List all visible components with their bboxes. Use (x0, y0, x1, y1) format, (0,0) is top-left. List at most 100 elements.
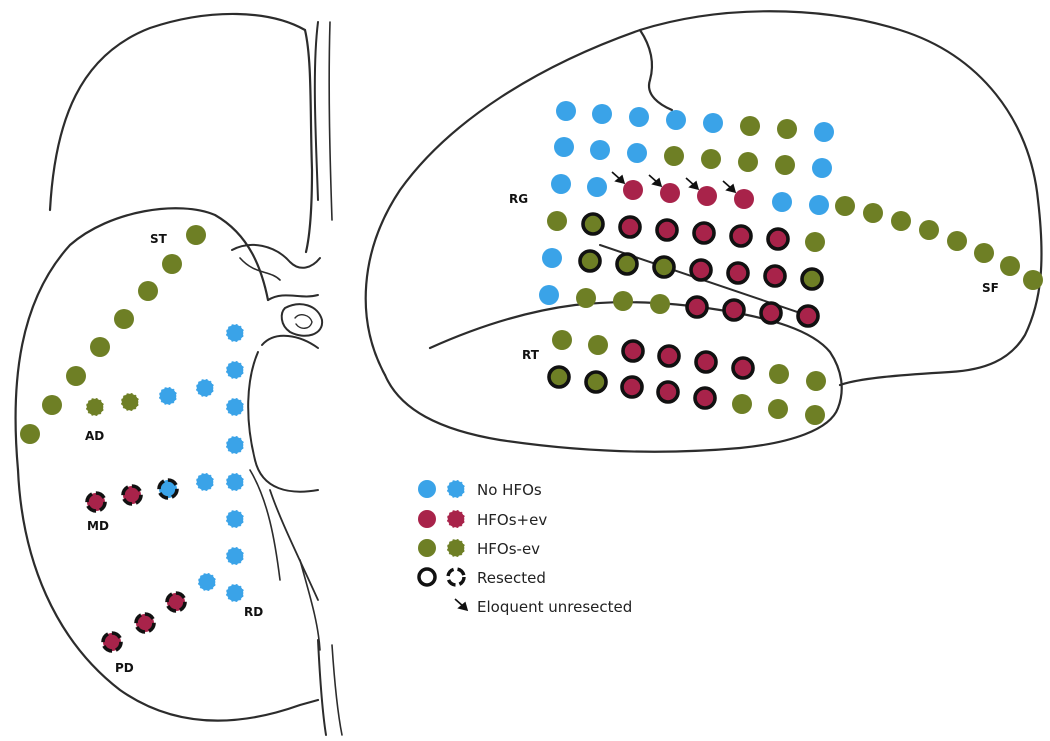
electrode (542, 248, 562, 268)
st-strip (20, 225, 206, 444)
electrode (812, 158, 832, 178)
electrode (615, 252, 639, 276)
md-strip (85, 472, 215, 513)
red-dot-icon (418, 510, 436, 528)
electrode (806, 371, 826, 391)
electrode (621, 339, 645, 363)
electrode (777, 119, 797, 139)
electrode (809, 195, 829, 215)
dashed-ring-icon (446, 567, 466, 587)
electrode (666, 110, 686, 130)
electrode (225, 472, 245, 492)
electrode (186, 225, 206, 245)
electrode (85, 397, 105, 417)
red-dashed-dot-icon (446, 509, 466, 529)
electrode (768, 399, 788, 419)
electrode (225, 360, 245, 380)
arrow-icon (722, 180, 737, 194)
legend-item-hfos-ev-plus: HFOs+ev (418, 509, 547, 529)
left-brain-outline (14, 12, 343, 736)
electrode (225, 323, 245, 343)
label-rt: RT (522, 348, 540, 362)
electrode (138, 281, 158, 301)
green-dashed-dot-icon (446, 538, 466, 558)
electrode (66, 366, 86, 386)
electrode (197, 572, 217, 592)
arrow-icon (648, 174, 663, 188)
legend-item-eloquent: Eloquent unresected (454, 598, 632, 616)
label-st: ST (150, 232, 168, 246)
electrode (134, 612, 156, 634)
electrode (664, 146, 684, 166)
electrode (769, 364, 789, 384)
legend-label: Resected (477, 569, 546, 587)
electrode (738, 152, 758, 172)
electrode (165, 591, 187, 613)
legend-item-hfos-ev-minus: HFOs-ev (418, 538, 540, 558)
electrode (772, 192, 792, 212)
electrode (689, 258, 713, 282)
label-sf: SF (982, 281, 999, 295)
electrode (539, 285, 559, 305)
label-md: MD (87, 519, 109, 533)
legend-item-no-hfos: No HFOs (418, 479, 542, 499)
electrode (974, 243, 994, 263)
electrode (195, 378, 215, 398)
electrode (919, 220, 939, 240)
electrode (796, 304, 820, 328)
electrode (726, 261, 750, 285)
ad-strip (85, 378, 215, 417)
electrode (225, 583, 245, 603)
electrode (162, 254, 182, 274)
electrode (692, 221, 716, 245)
electrode (623, 180, 643, 200)
electrode (627, 143, 647, 163)
ring-icon (417, 567, 437, 587)
electrode (650, 294, 670, 314)
electrode (225, 397, 245, 417)
electrode (554, 137, 574, 157)
electrode (655, 218, 679, 242)
legend-label: No HFOs (477, 481, 542, 499)
eloquent-arrows (611, 171, 737, 194)
electrode (551, 174, 571, 194)
legend-label: HFOs+ev (477, 511, 547, 529)
electrode (766, 227, 790, 251)
electrode (891, 211, 911, 231)
electrode (90, 337, 110, 357)
legend-label: Eloquent unresected (477, 598, 632, 616)
electrode (20, 424, 40, 444)
electrode (652, 255, 676, 279)
electrode (629, 107, 649, 127)
electrode (547, 211, 567, 231)
legend: No HFOs HFOs+ev HFOs-ev Resected Eloquen… (417, 479, 632, 616)
electrode (814, 122, 834, 142)
blue-dot-icon (418, 480, 436, 498)
electrode (805, 232, 825, 252)
electrode (556, 101, 576, 121)
electrode (225, 435, 245, 455)
legend-label: HFOs-ev (477, 540, 540, 558)
arrow-icon (685, 177, 700, 191)
electrode (657, 344, 681, 368)
electrode (581, 212, 605, 236)
electrode (685, 295, 709, 319)
green-dot-icon (418, 539, 436, 557)
electrode (620, 375, 644, 399)
electrode (722, 298, 746, 322)
electrode (1000, 256, 1020, 276)
electrode (85, 491, 107, 513)
electrode (592, 104, 612, 124)
electrode (101, 631, 123, 653)
electrode (195, 472, 215, 492)
electrode (835, 196, 855, 216)
electrode (225, 546, 245, 566)
electrode (158, 386, 178, 406)
electrode (225, 509, 245, 529)
blue-dashed-dot-icon (446, 479, 466, 499)
electrode (552, 330, 572, 350)
central-column (225, 323, 245, 603)
electrode (763, 264, 787, 288)
electrode (693, 386, 717, 410)
